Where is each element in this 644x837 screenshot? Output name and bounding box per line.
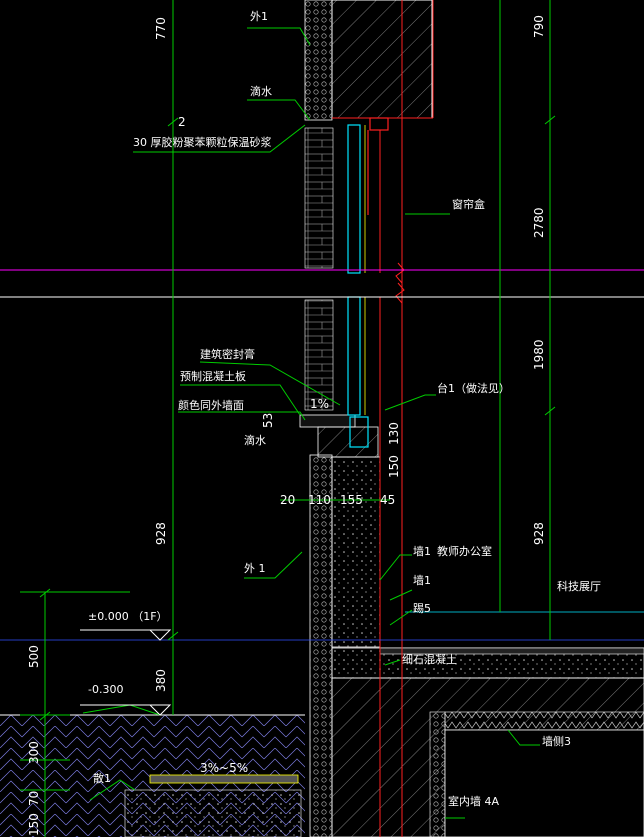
dim-left-500: 500 <box>27 645 41 668</box>
dim-right-1980: 1980 <box>532 339 546 370</box>
brick-wall <box>304 127 334 269</box>
slope-top: 2 <box>178 115 186 129</box>
dim-left-70: 70 <box>27 791 41 806</box>
label-corridor: 科技展厅 <box>557 579 601 593</box>
curtain-box-shape <box>369 117 389 131</box>
label-sealant: 建筑密封膏 <box>200 347 255 361</box>
label-qiang1-b: 墙1 <box>413 573 431 587</box>
dim-v-53: 53 <box>261 413 275 428</box>
break-lines <box>0 269 644 641</box>
dim-right-928: 928 <box>532 522 546 545</box>
lower-insulation <box>309 454 333 837</box>
label-wai1-top: 外1 <box>250 10 268 23</box>
label-bamboo3: 墙侧3 <box>542 734 571 748</box>
label-ti5: 踢5 <box>413 602 431 615</box>
dim-v-130: 130 <box>387 422 401 445</box>
dim-left-928: 928 <box>154 522 168 545</box>
lower-concrete-wall <box>331 456 381 648</box>
label-inner4a: 室内墙 4A <box>448 794 499 808</box>
label-precast-slab: 预制混凝土板 <box>180 369 246 383</box>
dim-right-790: 790 <box>532 15 546 38</box>
dim-h-110: 110 <box>308 493 331 507</box>
slope-sill: 1% <box>310 397 329 411</box>
label-insul-mortar: 30 厚胶粉聚苯颗粒保温砂浆 <box>133 135 272 149</box>
slope-ground: 3%~5% <box>200 761 248 775</box>
elevation-markers <box>80 629 172 716</box>
dim-v-150: 150 <box>387 455 401 478</box>
label-wai1-mid: 外 1 <box>244 562 266 575</box>
label-color-wall: 颜色同外墙面 <box>178 398 244 412</box>
label-office: 教师办公室 <box>437 544 492 558</box>
annotation-labels: 外1 滴水 30 厚胶粉聚苯颗粒保温砂浆 窗帘盒 建筑密封膏 预制混凝土板 颜色… <box>88 10 601 808</box>
dimension-texts: 770 928 500 380 300 70 150 790 2780 1980… <box>27 15 546 836</box>
label-elev-0: ±0.000 （1F） <box>88 610 168 623</box>
dim-h-155: 155 <box>340 493 363 507</box>
dim-left-770: 770 <box>154 17 168 40</box>
window-frame <box>332 0 434 837</box>
label-curtain-box: 窗帘盒 <box>452 197 485 211</box>
label-qiang1-a: 墙1 <box>413 544 431 558</box>
label-tai1: 台1（做法见） <box>437 381 510 395</box>
upper-beam <box>331 0 433 119</box>
label-dishui-top: 滴水 <box>250 84 272 98</box>
dim-left-380: 380 <box>154 669 168 692</box>
label-floor-concrete: 细石混凝土 <box>402 652 457 666</box>
label-dishui-sill: 滴水 <box>244 433 266 447</box>
dim-h-20: 20 <box>280 493 295 507</box>
label-elev-neg: -0.300 <box>88 683 123 696</box>
dimension-lines <box>20 0 556 837</box>
dim-right-2780: 2780 <box>532 207 546 238</box>
dim-left-300: 300 <box>27 741 41 764</box>
label-san1: 散1 <box>93 771 111 785</box>
dim-h-45: 45 <box>380 493 395 507</box>
dim-left-150: 150 <box>27 813 41 836</box>
